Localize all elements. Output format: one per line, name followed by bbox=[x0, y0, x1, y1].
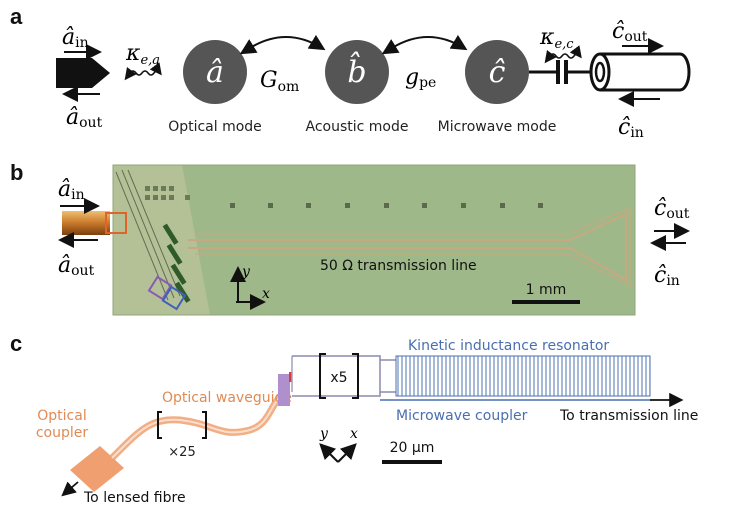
acoustic-mode-circle bbox=[325, 40, 389, 104]
b-axis-x-label: x bbox=[262, 286, 270, 302]
panel-b-letter: b bbox=[10, 160, 23, 185]
kinetic-inductance-resonator bbox=[396, 356, 650, 396]
alignment-marks bbox=[145, 186, 190, 200]
c-axis-y-label: y bbox=[319, 426, 329, 442]
optical-mode-circle bbox=[183, 40, 247, 104]
waveguide-repeat-label: ×25 bbox=[168, 445, 195, 460]
resonator-repeat-brackets bbox=[319, 353, 359, 399]
optical-waveguide-path bbox=[109, 393, 285, 461]
optomechanical-device bbox=[278, 374, 290, 406]
b-scale-bar bbox=[512, 300, 580, 304]
b-c-out-label: ĉout bbox=[654, 196, 690, 222]
device-mirror bbox=[289, 372, 292, 382]
waveguide-repeat-brackets bbox=[157, 411, 207, 439]
microwave-mode-circle bbox=[465, 40, 529, 104]
optical-waveguide-label: Optical waveguide bbox=[162, 390, 292, 406]
optomechanical-arrow bbox=[239, 34, 326, 55]
coax-cable-icon bbox=[589, 52, 691, 92]
kappa-c-label: κe,c bbox=[539, 25, 574, 52]
acoustic-mode-symbol: b̂ bbox=[347, 51, 366, 90]
c-out-label: ĉout bbox=[612, 19, 648, 45]
g-om-label: Gom bbox=[260, 68, 299, 95]
kappa-c-coupling bbox=[544, 45, 582, 64]
resonator-wire bbox=[292, 355, 396, 397]
panel-c-letter: c bbox=[10, 331, 22, 356]
b-c-in-label: ĉin bbox=[654, 263, 680, 289]
resonator-repeat-label: x5 bbox=[330, 370, 347, 386]
microwave-coupler-label: Microwave coupler bbox=[396, 408, 528, 424]
microwave-mode-symbol: ĉ bbox=[489, 55, 506, 90]
optical-coupler-shape bbox=[70, 446, 124, 492]
panel-a-letter: a bbox=[10, 4, 23, 29]
kappa-a-coupling bbox=[124, 62, 162, 81]
acoustic-mode-label: Acoustic mode bbox=[306, 119, 409, 135]
c-scale-label: 20 μm bbox=[390, 440, 435, 456]
kappa-a-label: κe,a bbox=[125, 41, 160, 68]
g-pe-label: gpe bbox=[405, 65, 436, 91]
kinetic-inductance-label: Kinetic inductance resonator bbox=[408, 338, 609, 354]
chip-edge-region bbox=[113, 165, 210, 315]
optical-port-shape bbox=[56, 58, 110, 88]
test-pads bbox=[230, 203, 543, 208]
optical-mode-symbol: â bbox=[206, 55, 224, 90]
device-array bbox=[162, 223, 191, 303]
kinetic-inductance-outline bbox=[395, 355, 651, 397]
c-axis-y-arrow bbox=[319, 443, 339, 463]
a-out-label: âout bbox=[66, 105, 103, 131]
optical-mode-label: Optical mode bbox=[168, 119, 262, 135]
c-axis-x-label: x bbox=[350, 426, 358, 442]
piezoelectric-arrow bbox=[381, 34, 468, 55]
to-fibre-label: To lensed fibre bbox=[83, 490, 186, 506]
lensed-fibre bbox=[62, 211, 110, 235]
to-transmission-label: To transmission line bbox=[559, 408, 698, 424]
a-in-label: âin bbox=[62, 25, 89, 51]
c-scale-bar bbox=[382, 460, 442, 464]
c-in-label: ĉin bbox=[618, 115, 644, 141]
b-a-in-label: âin bbox=[58, 177, 85, 203]
orange-box bbox=[105, 212, 127, 234]
panel-b: b bbox=[10, 160, 690, 316]
b-a-out-label: âout bbox=[58, 253, 95, 279]
blue-box bbox=[161, 285, 187, 311]
microwave-mode-label: Microwave mode bbox=[438, 119, 557, 135]
purple-box bbox=[147, 275, 173, 301]
transmission-line-label: 50 Ω transmission line bbox=[320, 258, 477, 274]
b-axis-y-label: y bbox=[241, 264, 251, 280]
c-axis-x-arrow bbox=[337, 443, 357, 463]
transmission-line bbox=[188, 206, 631, 288]
panel-a: a âin âout κe,a â b̂ ĉ Gom gpe Optical m… bbox=[10, 4, 691, 141]
b-scale-label: 1 mm bbox=[526, 282, 567, 298]
to-fibre-arrow bbox=[61, 481, 79, 497]
